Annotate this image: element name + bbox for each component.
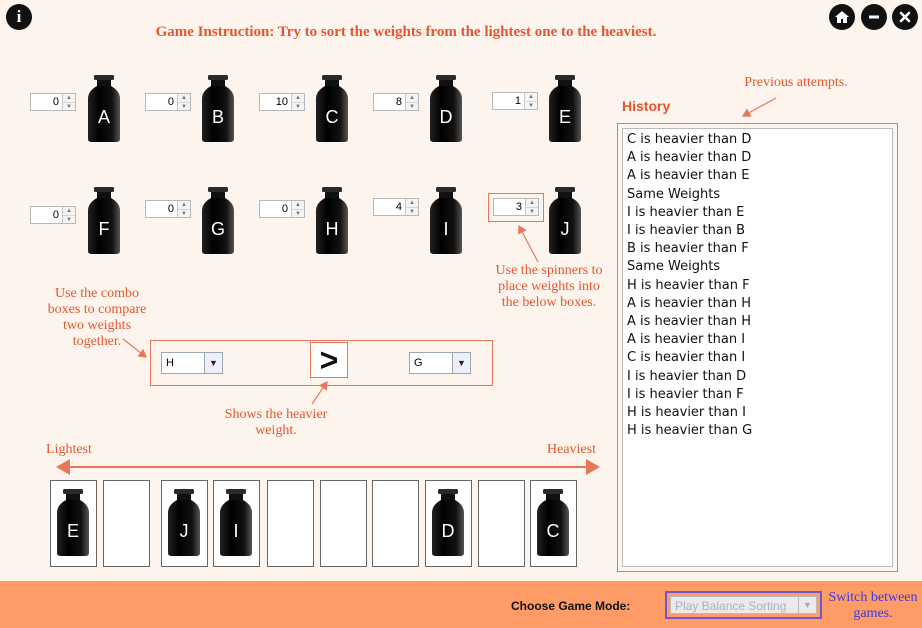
weight-spinner-h[interactable]: 0▲▼ bbox=[259, 200, 305, 218]
history-entry: B is heavier than F bbox=[627, 241, 749, 257]
history-entry: A is heavier than D bbox=[627, 150, 752, 166]
compare-right-combo[interactable]: G▼ bbox=[409, 352, 471, 374]
previous-attempts-note: Previous attempts. bbox=[744, 75, 848, 90]
game-instruction: Game Instruction: Try to sort the weight… bbox=[155, 24, 657, 40]
slot-bottle: C bbox=[533, 489, 573, 557]
close-icon bbox=[899, 11, 911, 23]
history-entry: Same Weights bbox=[627, 259, 721, 275]
sort-slot-5[interactable] bbox=[267, 480, 314, 567]
history-entry: I is heavier than F bbox=[627, 386, 744, 402]
history-entry: I is heavier than D bbox=[627, 368, 747, 384]
chevron-down-icon: ▼ bbox=[452, 353, 470, 373]
history-entry: I is heavier than E bbox=[627, 204, 745, 220]
minimize-icon bbox=[869, 15, 879, 19]
comparison-result: > bbox=[310, 342, 348, 378]
weight-bottle-a: A bbox=[84, 75, 124, 143]
weight-spinner-i[interactable]: 4▲▼ bbox=[373, 198, 419, 216]
weight-spinner-c[interactable]: 10▲▼ bbox=[259, 93, 305, 111]
compare-panel bbox=[150, 340, 493, 386]
switch-games-note: Switch between games. bbox=[828, 590, 918, 621]
chevron-down-icon: ▼ bbox=[204, 353, 222, 373]
info-icon: i bbox=[16, 7, 22, 26]
history-entry: H is heavier than G bbox=[627, 423, 753, 439]
history-entry: A is heavier than H bbox=[627, 295, 751, 311]
weight-bottle-g: G bbox=[198, 187, 238, 255]
weight-bottle-c: C bbox=[312, 75, 352, 143]
sort-slot-2[interactable] bbox=[103, 480, 150, 567]
sort-slot-9[interactable] bbox=[478, 480, 525, 567]
spinner-highlight bbox=[488, 193, 544, 222]
history-entry: H is heavier than I bbox=[627, 405, 746, 421]
compare-left-combo[interactable]: H▼ bbox=[161, 352, 223, 374]
game-mode-select[interactable]: Play Balance Sorting ▼ bbox=[670, 596, 817, 614]
slot-bottle: D bbox=[428, 489, 468, 557]
weight-bottle-f: F bbox=[84, 187, 124, 255]
weight-spinner-a[interactable]: 0▲▼ bbox=[30, 93, 76, 111]
weight-bottle-d: D bbox=[426, 75, 466, 143]
sort-slot-1[interactable]: E bbox=[50, 480, 97, 567]
heaviest-label: Heaviest bbox=[547, 442, 596, 457]
history-entry: Same Weights bbox=[627, 186, 721, 202]
history-entry: I is heavier than B bbox=[627, 223, 746, 239]
weight-bottle-h: H bbox=[312, 187, 352, 255]
weight-bottle-i: I bbox=[426, 187, 466, 255]
combo-note: Use the combo boxes to compare two weigh… bbox=[47, 286, 147, 349]
weight-bottle-j: J bbox=[545, 187, 585, 255]
history-list[interactable]: C is heavier than D A is heavier than D … bbox=[622, 128, 893, 567]
sort-slot-7[interactable] bbox=[372, 480, 419, 567]
info-button[interactable]: i bbox=[6, 4, 32, 30]
game-mode-frame: Play Balance Sorting ▼ bbox=[665, 591, 822, 619]
weight-spinner-f[interactable]: 0▲▼ bbox=[30, 206, 76, 224]
home-icon bbox=[835, 11, 849, 23]
chevron-down-icon: ▼ bbox=[798, 597, 816, 613]
history-title: History bbox=[622, 98, 671, 114]
heavier-note: Shows the heavier weight. bbox=[224, 407, 328, 438]
weight-spinner-d[interactable]: 8▲▼ bbox=[373, 93, 419, 111]
sort-slot-4[interactable]: I bbox=[213, 480, 260, 567]
history-entry: A is heavier than H bbox=[627, 314, 751, 330]
history-entry: A is heavier than I bbox=[627, 332, 746, 348]
history-entry: C is heavier than I bbox=[627, 350, 746, 366]
history-entry: A is heavier than E bbox=[627, 168, 750, 184]
minimize-button[interactable] bbox=[861, 4, 887, 30]
slot-bottle: J bbox=[164, 489, 204, 557]
weight-spinner-j[interactable]: 3▲▼ bbox=[493, 198, 539, 216]
footer-bar: Choose Game Mode: Play Balance Sorting ▼… bbox=[0, 581, 922, 628]
weight-bottle-b: B bbox=[198, 75, 238, 143]
sort-slot-6[interactable] bbox=[320, 480, 367, 567]
lightest-label: Lightest bbox=[46, 442, 92, 457]
sort-slot-3[interactable]: J bbox=[161, 480, 208, 567]
weight-spinner-g[interactable]: 0▲▼ bbox=[145, 200, 191, 218]
weight-bottle-e: E bbox=[545, 75, 585, 143]
weight-spinner-e[interactable]: 1▲▼ bbox=[492, 92, 538, 110]
slot-bottle: E bbox=[53, 489, 93, 557]
sort-slot-8[interactable]: D bbox=[425, 480, 472, 567]
weight-spinner-b[interactable]: 0▲▼ bbox=[145, 93, 191, 111]
home-button[interactable] bbox=[829, 4, 855, 30]
close-button[interactable] bbox=[892, 4, 918, 30]
game-mode-label: Choose Game Mode: bbox=[511, 599, 631, 613]
history-panel: C is heavier than D A is heavier than D … bbox=[617, 123, 898, 572]
history-entry: H is heavier than F bbox=[627, 277, 750, 293]
sort-slot-10[interactable]: C bbox=[530, 480, 577, 567]
spinner-note: Use the spinners to place weights into t… bbox=[495, 263, 603, 310]
slot-bottle: I bbox=[216, 489, 256, 557]
history-entry: C is heavier than D bbox=[627, 132, 752, 147]
